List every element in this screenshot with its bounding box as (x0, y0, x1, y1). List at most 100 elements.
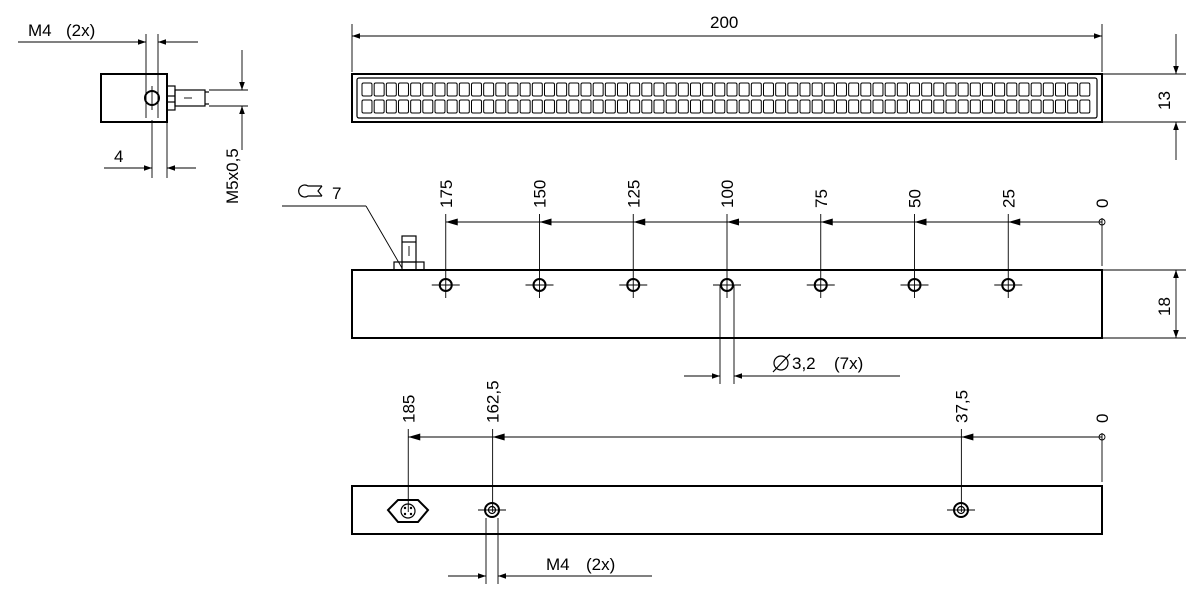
wrench-icon (298, 184, 323, 198)
led-cell (1042, 82, 1054, 97)
led-cell (385, 82, 397, 97)
led-cell (1055, 82, 1066, 97)
led-cell (373, 82, 385, 97)
led-cell (690, 82, 701, 97)
led-cell (531, 82, 543, 97)
front-mount-hole (806, 278, 835, 292)
led-cell (629, 82, 641, 97)
led-cell (896, 99, 908, 114)
led-cell (617, 82, 628, 97)
led-cell (677, 99, 689, 114)
led-cell (872, 99, 884, 114)
led-cell (446, 99, 458, 114)
front-position-label: 50 (906, 189, 925, 208)
led-cell (1042, 99, 1054, 114)
led-cell (568, 82, 580, 97)
led-cell (823, 99, 835, 114)
led-cell (702, 99, 714, 114)
led-cell (373, 99, 385, 114)
side-connector-nut (166, 85, 176, 111)
bottom-thread-label: M4 (546, 555, 570, 574)
bottom-chain-arrow (408, 433, 421, 441)
led-cell (458, 82, 470, 97)
led-cell (787, 99, 799, 114)
led-cell (495, 82, 507, 97)
led-cell (653, 82, 665, 97)
front-position-label: 75 (812, 189, 831, 208)
front-mount-hole (713, 278, 741, 292)
side-view: M4 (2x) M5x0,5 4 (18, 21, 248, 204)
bottom-chain-arrow (961, 433, 974, 441)
led-cell (629, 99, 641, 114)
front-height-label: 18 (1155, 297, 1174, 316)
led-cell (604, 82, 616, 97)
led-cell (714, 82, 726, 97)
led-cell (860, 99, 872, 114)
led-cell (1079, 99, 1091, 114)
led-cell (641, 82, 653, 97)
front-position-label: 0 (1093, 199, 1112, 208)
led-cell (385, 99, 397, 114)
side-thread-count: (2x) (66, 21, 95, 40)
led-cell (909, 99, 920, 114)
led-cell (775, 82, 787, 97)
front-hole-count-label: (7x) (834, 354, 863, 373)
bottom-body (351, 485, 1103, 535)
led-cell (763, 99, 774, 114)
top-width-label: 13 (1155, 91, 1174, 110)
bottom-thread-count: (2x) (586, 555, 615, 574)
led-cell (763, 82, 774, 97)
led-cell (933, 99, 945, 114)
front-position-label: 150 (531, 180, 550, 208)
led-cell (921, 99, 933, 114)
led-cell (483, 99, 495, 114)
led-cell (836, 99, 847, 114)
led-cell (1055, 99, 1066, 114)
led-cell (738, 82, 750, 97)
led-cell (860, 82, 872, 97)
led-cell (544, 99, 555, 114)
bottom-chain-arrow (492, 433, 505, 441)
led-cell (799, 99, 811, 114)
led-cell (507, 82, 519, 97)
led-cell (422, 99, 434, 114)
led-cell (471, 82, 482, 97)
led-cell (519, 99, 531, 114)
led-cell (531, 99, 543, 114)
led-cell (945, 99, 957, 114)
led-cell (592, 82, 604, 97)
bottom-chain-origin (1098, 433, 1106, 441)
led-cell (1067, 82, 1079, 97)
led-cell (653, 99, 665, 114)
led-cell (483, 82, 495, 97)
front-chain-origin (1098, 218, 1106, 226)
led-cell (434, 82, 446, 97)
front-hole-diameter-label: 3,2 (792, 354, 816, 373)
front-chain-arrow (539, 218, 552, 226)
led-cell (848, 99, 860, 114)
led-cell (1006, 99, 1018, 114)
led-cell (884, 99, 896, 114)
top-body (351, 73, 1103, 123)
led-cell (398, 99, 409, 114)
led-cell (458, 99, 470, 114)
side-offset-label: 4 (114, 147, 123, 166)
front-chain-arrow (914, 218, 927, 226)
wrench-leader (365, 205, 403, 269)
led-cell (726, 99, 738, 114)
led-cell (410, 82, 422, 97)
led-cell (1018, 82, 1030, 97)
led-cell (848, 82, 860, 97)
front-chain-arrow (633, 218, 646, 226)
led-cell (580, 82, 592, 97)
led-cell (471, 99, 482, 114)
led-cell (921, 82, 933, 97)
front-mount-hole (994, 278, 1023, 292)
led-cell (398, 82, 409, 97)
led-cell (641, 99, 653, 114)
led-cell-grid (361, 82, 1091, 114)
